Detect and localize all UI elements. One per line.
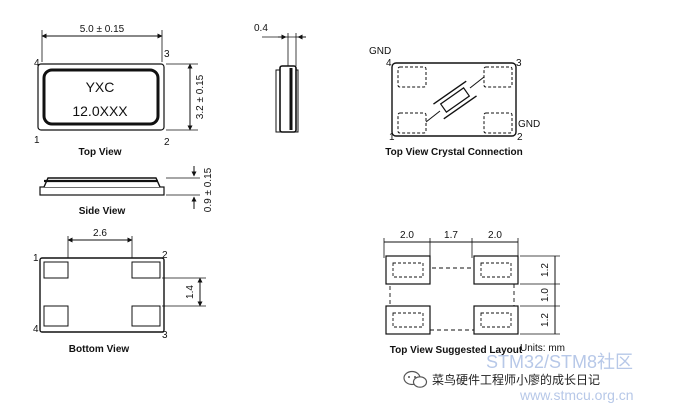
pin4-label: 4 [386, 58, 392, 69]
pin3-label: 3 [162, 330, 168, 341]
credit-text: 菜鸟硬件工程师小廖的成长日记 [432, 372, 600, 387]
dim-pad-top-label: 1.2 [540, 263, 551, 277]
pad-1 [43, 261, 69, 279]
crystal-symbol [425, 76, 485, 123]
crystal-connection-view: GND 4 3 GND 1 2 Top View Crystal Connect… [369, 46, 540, 158]
pad-4 [397, 66, 427, 88]
crystal-connection-caption: Top View Crystal Connection [385, 147, 522, 158]
pin4-label: 4 [33, 324, 39, 335]
dim-gap-label: 1.0 [540, 288, 551, 302]
pad-3 [131, 305, 161, 327]
pin3-label: 3 [164, 49, 170, 60]
width-dim-label: 5.0 ± 0.15 [80, 24, 125, 35]
pin3-label: 3 [516, 58, 522, 69]
package-lid [42, 68, 160, 126]
side-base [39, 186, 165, 196]
pad-height-dim-label: 1.4 [185, 285, 196, 299]
suggested-layout-caption: Top View Suggested Layout [390, 345, 523, 356]
pin2-label: 2 [517, 132, 523, 143]
bottom-view: 2.6 1.4 1 2 4 3 Bottom View [33, 228, 206, 355]
side-height-dim-label: 0.9 ± 0.15 [203, 167, 214, 212]
top-view: 5.0 ± 0.15 YXC 12.0XXX 3.2 ± 0.15 4 3 1 … [34, 24, 206, 158]
side-view: 0.9 ± 0.15 Side View [39, 166, 214, 217]
marking-line1: YXC [86, 79, 115, 95]
suggested-layout-view: 2.0 1.7 2.0 1.2 1.0 1.2 Units: mm Top Vi… [383, 230, 565, 356]
units-label: Units: mm [520, 343, 565, 354]
marking-line2: 12.0XXX [72, 103, 128, 119]
height-dim-label: 3.2 ± 0.15 [195, 74, 206, 119]
bottom-view-caption: Bottom View [69, 344, 130, 355]
dim-pad-bottom-label: 1.2 [540, 313, 551, 327]
dim-mid-label: 1.7 [444, 230, 458, 241]
gnd-bottom-label: GND [518, 119, 540, 130]
pin4-label: 4 [34, 58, 40, 69]
wechat-icon [403, 370, 428, 388]
pad-2 [131, 261, 161, 279]
pad-2 [483, 112, 513, 134]
pin2-label: 2 [162, 250, 168, 261]
pin2-label: 2 [164, 137, 170, 148]
pad-4 [43, 305, 69, 327]
watermark-text: STM32/STM8社区 [486, 352, 633, 372]
pin1-label: 1 [33, 253, 39, 264]
dim-right-label: 2.0 [488, 230, 502, 241]
gnd-top-label: GND [369, 46, 391, 57]
side-lid [279, 65, 297, 133]
pad-spacing-dim-label: 2.6 [93, 228, 107, 239]
side-thickness-view: 0.4 [254, 23, 306, 133]
pin1-label: 1 [34, 135, 40, 146]
side-lid [43, 177, 161, 188]
package-outline-dashed [389, 267, 515, 331]
watermark-url: www.stmcu.org.cn [519, 387, 634, 403]
side-view-caption: Side View [79, 206, 126, 217]
pin1-label: 1 [389, 132, 395, 143]
dim-left-label: 2.0 [400, 230, 414, 241]
thickness-dim-label: 0.4 [254, 23, 268, 34]
pad-1 [397, 112, 427, 134]
top-view-caption: Top View [79, 147, 122, 158]
pad-3 [483, 66, 513, 88]
